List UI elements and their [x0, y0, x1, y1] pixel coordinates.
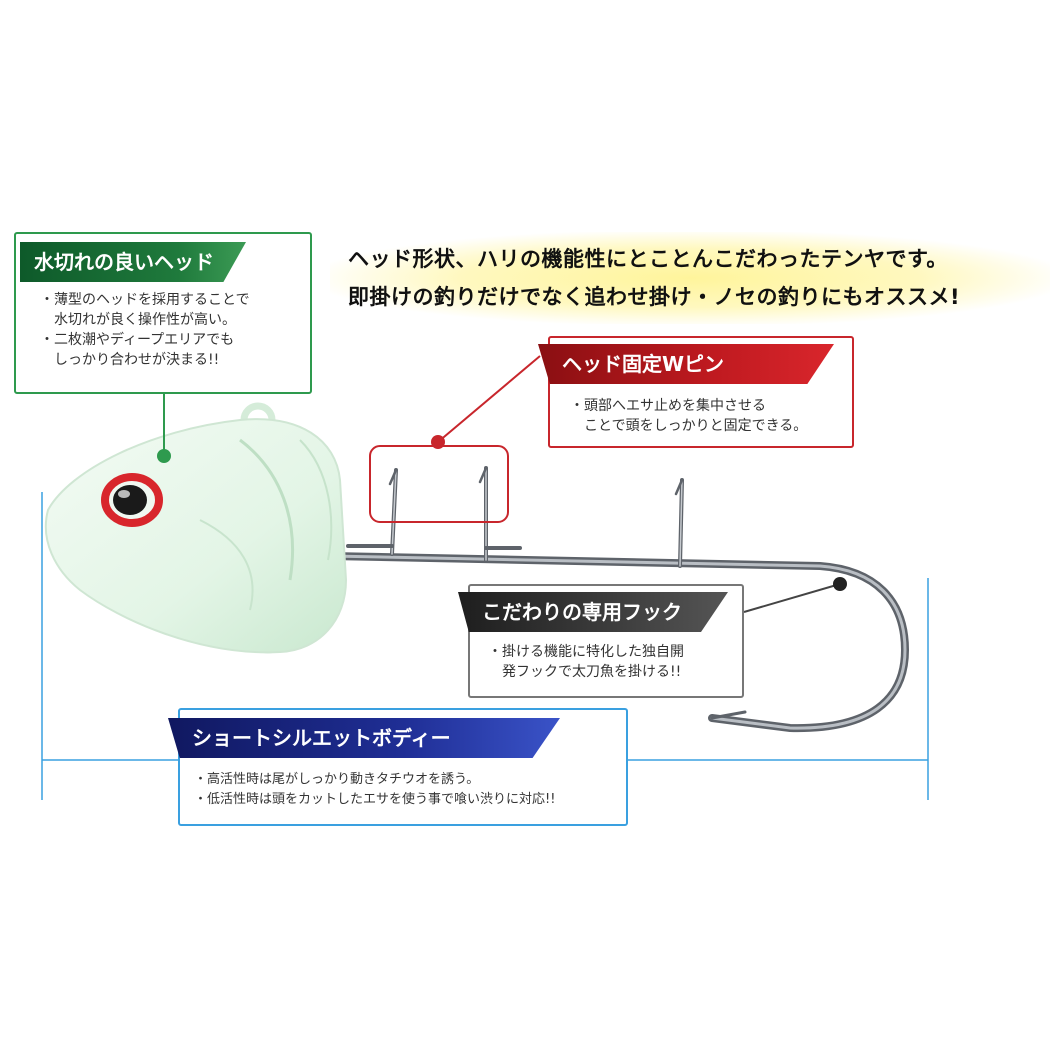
callout-hook: こだわりの専用フック ・掛ける機能に特化した独自開 発フックで太刀魚を掛ける!! — [458, 584, 744, 698]
list-item: ・掛ける機能に特化した独自開 — [488, 644, 684, 660]
callout-hook-title: こだわりの専用フック — [458, 592, 728, 632]
headline-line-2: 即掛けの釣りだけでなく追わせ掛け・ノセの釣りにもオススメ! — [348, 285, 961, 309]
callout-pin: ヘッド固定Wピン ・頭部へエサ止めを集中させる ことで頭をしっかりと固定できる。 — [538, 336, 854, 448]
hook — [326, 466, 910, 733]
list-item: 発フックで太刀魚を掛ける!! — [488, 664, 682, 680]
list-item: ・薄型のヘッドを採用することで — [40, 292, 250, 308]
callout-pin-list: ・頭部へエサ止めを集中させる ことで頭をしっかりと固定できる。 — [570, 396, 850, 436]
list-item: ・低活性時は頭をカットしたエサを使う事で喰い渋りに対応!! — [194, 792, 556, 807]
list-item: しっかり合わせが決まる!! — [40, 352, 220, 368]
list-item: ・二枚潮やディープエリアでも — [40, 332, 235, 348]
callout-head-list: ・薄型のヘッドを採用することで 水切れが良く操作性が高い。 ・二枚潮やディープエ… — [40, 290, 310, 370]
list-item: 水切れが良く操作性が高い。 — [40, 312, 236, 328]
callout-head: 水切れの良いヘッド ・薄型のヘッドを採用することで 水切れが良く操作性が高い。 … — [14, 232, 312, 394]
headline-highlight — [330, 232, 1050, 324]
headline: ヘッド形状、ハリの機能性にとことんこだわったテンヤです。 即掛けの釣りだけでなく… — [348, 240, 1048, 316]
list-item: ・頭部へエサ止めを集中させる — [570, 398, 766, 414]
jig-head — [44, 402, 348, 654]
callout-body: ショートシルエットボディー ・高活性時は尾がしっかり動きタチウオを誘う。 ・低活… — [168, 708, 628, 826]
callout-head-title: 水切れの良いヘッド — [20, 242, 246, 282]
leader-lines — [157, 355, 847, 613]
callout-hook-list: ・掛ける機能に特化した独自開 発フックで太刀魚を掛ける!! — [488, 642, 738, 682]
callout-body-list: ・高活性時は尾がしっかり動きタチウオを誘う。 ・低活性時は頭をカットしたエサを使… — [194, 770, 624, 810]
length-dimension — [41, 492, 929, 800]
list-item: ことで頭をしっかりと固定できる。 — [570, 418, 808, 434]
callout-pin-title: ヘッド固定Wピン — [538, 344, 834, 384]
list-item: ・高活性時は尾がしっかり動きタチウオを誘う。 — [194, 772, 480, 787]
callout-body-title: ショートシルエットボディー — [168, 718, 560, 758]
eye — [101, 473, 163, 527]
headline-line-1: ヘッド形状、ハリの機能性にとことんこだわったテンヤです。 — [348, 247, 948, 271]
